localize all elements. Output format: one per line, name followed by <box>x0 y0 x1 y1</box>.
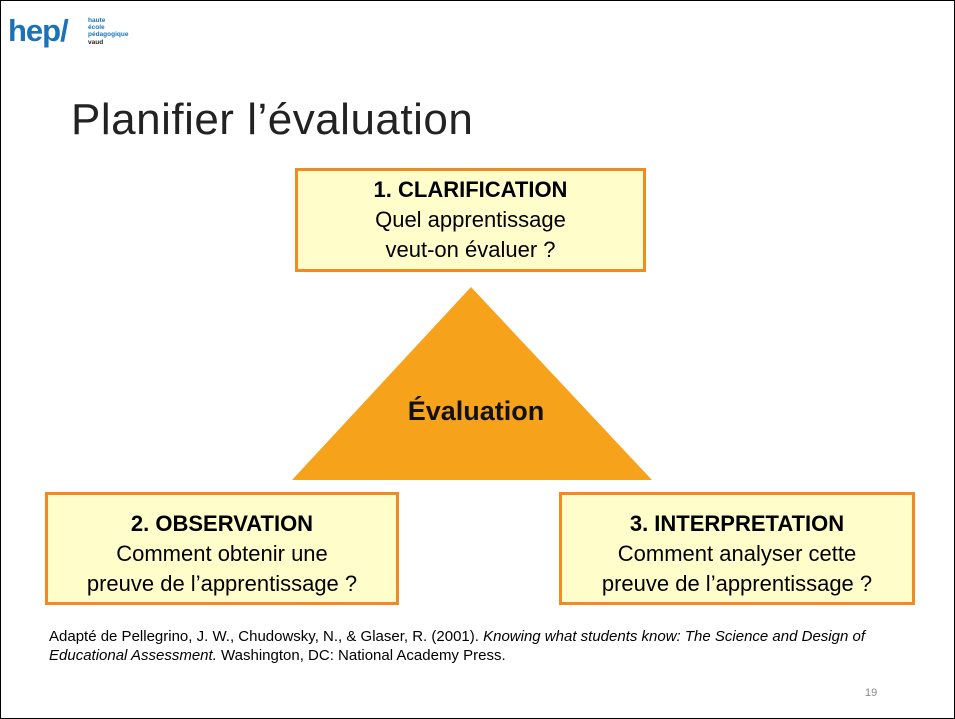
logo-sub-line: vaud <box>88 38 104 46</box>
logo-subtitle: haute école pédagogique vaud <box>88 17 168 46</box>
citation: Adapté de Pellegrino, J. W., Chudowsky, … <box>49 627 909 665</box>
interpretation-text-line: Comment analyser cette <box>617 541 857 566</box>
logo-sub-line: pédagogique <box>88 31 129 39</box>
citation-book-title: Knowing what students know: The Science … <box>49 628 865 664</box>
triangle-label: Évaluation <box>407 396 545 426</box>
clarification-heading: 1. CLARIFICATION <box>373 177 568 202</box>
page-number: 19 <box>865 687 878 699</box>
observation-text-line: preuve de l’apprentissage ? <box>86 571 358 596</box>
clarification-text-line: Quel apprentissage <box>375 207 566 232</box>
logo-wordmark: hep/ <box>8 13 69 48</box>
observation-box: 2. OBSERVATION Comment obtenir une preuv… <box>45 492 399 605</box>
logo-sub-line: école <box>88 24 105 32</box>
observation-text-line: Comment obtenir une <box>116 541 328 566</box>
citation-suffix: Washington, DC: National Academy Press. <box>216 647 506 664</box>
citation-prefix: Adapté de Pellegrino, J. W., Chudowsky, … <box>49 628 484 645</box>
clarification-text-line: veut-on évaluer ? <box>385 237 556 262</box>
interpretation-box: 3. INTERPRETATION Comment analyser cette… <box>559 492 915 605</box>
logo-sub-line: haute <box>88 17 106 24</box>
interpretation-heading: 3. INTERPRETATION <box>629 511 845 536</box>
slide-title: Planifier l’évaluation <box>71 95 474 144</box>
observation-heading: 2. OBSERVATION <box>130 511 314 536</box>
interpretation-text-line: preuve de l’apprentissage ? <box>601 571 873 596</box>
clarification-box: 1. CLARIFICATION Quel apprentissage veut… <box>295 168 646 272</box>
triangle-shape <box>292 287 652 480</box>
hep-vaud-logo: hep/ haute école pédagogique vaud <box>8 9 178 69</box>
